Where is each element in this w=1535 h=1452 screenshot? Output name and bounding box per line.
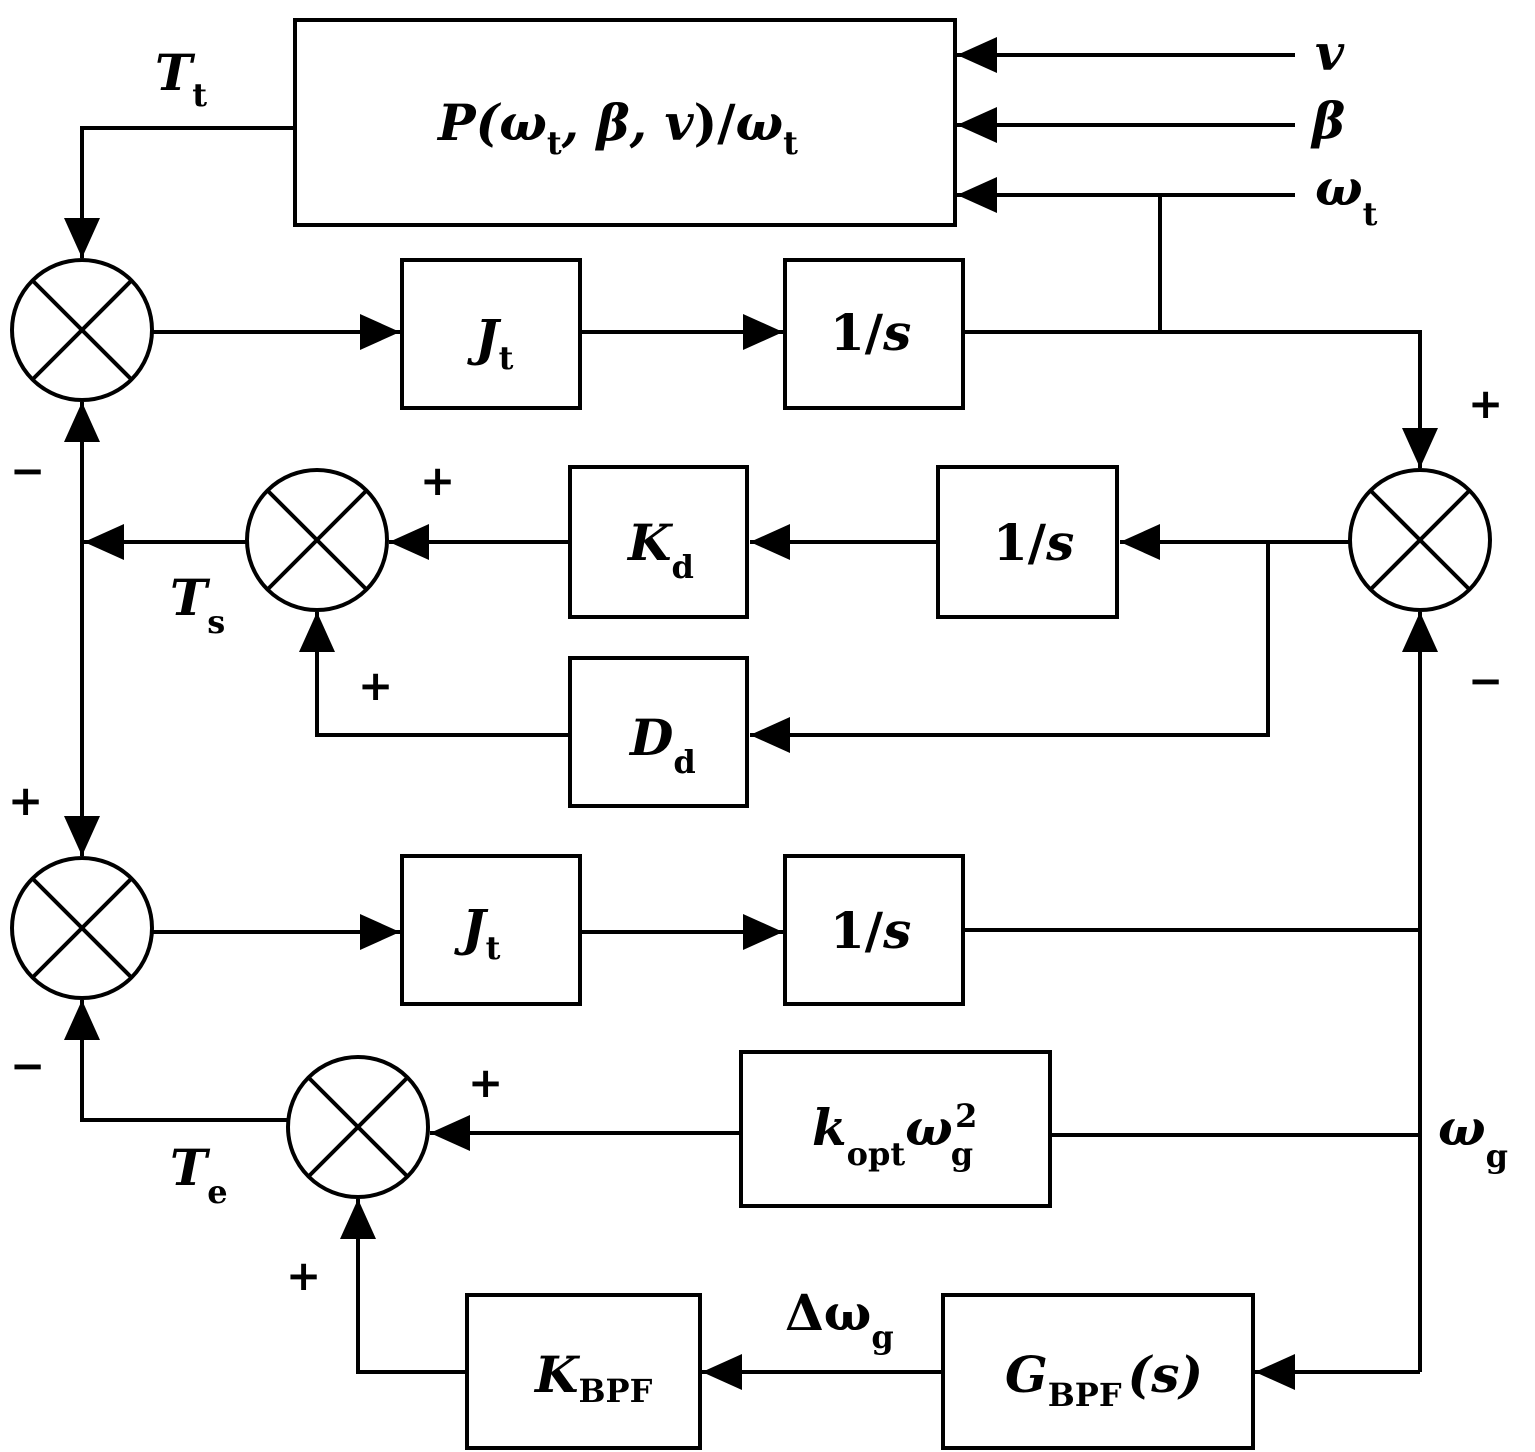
sign-plus: + [8, 776, 43, 825]
kbpf-label: KBPF [533, 1345, 653, 1410]
sign-minus: − [1468, 656, 1503, 705]
gbpf-label: GBPF(s) [1005, 1345, 1203, 1414]
line-kbpf-sum4 [340, 1199, 467, 1374]
integrator-top-label: 1/s [830, 303, 911, 362]
sign-plus: + [1468, 379, 1503, 428]
Tt-label: Tt [155, 43, 207, 114]
Ts-label: Ts [170, 568, 225, 641]
line-to-dd [750, 542, 1270, 753]
integrator-mid-block [936, 465, 1119, 619]
sign-plus: + [420, 456, 455, 505]
kd-label: Kd [626, 513, 694, 586]
Tt-line [64, 126, 295, 258]
line-dd-sum2 [299, 612, 570, 737]
integrator-bottom-block [783, 854, 965, 1006]
kopt-block [739, 1050, 1052, 1208]
sum-junction-2 [245, 468, 389, 612]
power-block [293, 18, 957, 227]
sign-minus: − [10, 1041, 45, 1090]
dd-block [568, 656, 749, 808]
integrator-bottom-label: 1/s [830, 901, 911, 960]
omega-g-label: ωg [1438, 1098, 1508, 1175]
sign-plus: + [286, 1251, 321, 1300]
omega-t-label: ωt [1315, 158, 1378, 233]
integrator-top-block [783, 258, 965, 410]
sign-minus: − [10, 446, 45, 495]
sign-plus: + [468, 1058, 503, 1107]
power-label: P(ωt, β, v)/ωt [436, 93, 798, 162]
Te-label: Te [170, 1138, 228, 1211]
line-omega-t-to-right-sum [963, 330, 1438, 468]
line-Te [64, 1000, 288, 1122]
sign-plus: + [358, 661, 393, 710]
beta-label: β [1310, 91, 1345, 150]
sum-junction-3 [10, 856, 154, 1000]
jt-bottom-block [400, 854, 582, 1006]
sum-junction-right [1348, 468, 1492, 612]
delta-omega-g-label: Δωg [785, 1283, 894, 1356]
v-label: v [1315, 23, 1345, 82]
kopt-label: koptωg2 [812, 1097, 977, 1173]
kbpf-block [465, 1293, 702, 1450]
gbpf-block [941, 1293, 1255, 1450]
sum-junction-1 [10, 258, 154, 402]
dd-label: Dd [628, 708, 696, 781]
sum-junction-4 [286, 1055, 430, 1199]
integrator-mid-label: 1/s [993, 513, 1074, 572]
